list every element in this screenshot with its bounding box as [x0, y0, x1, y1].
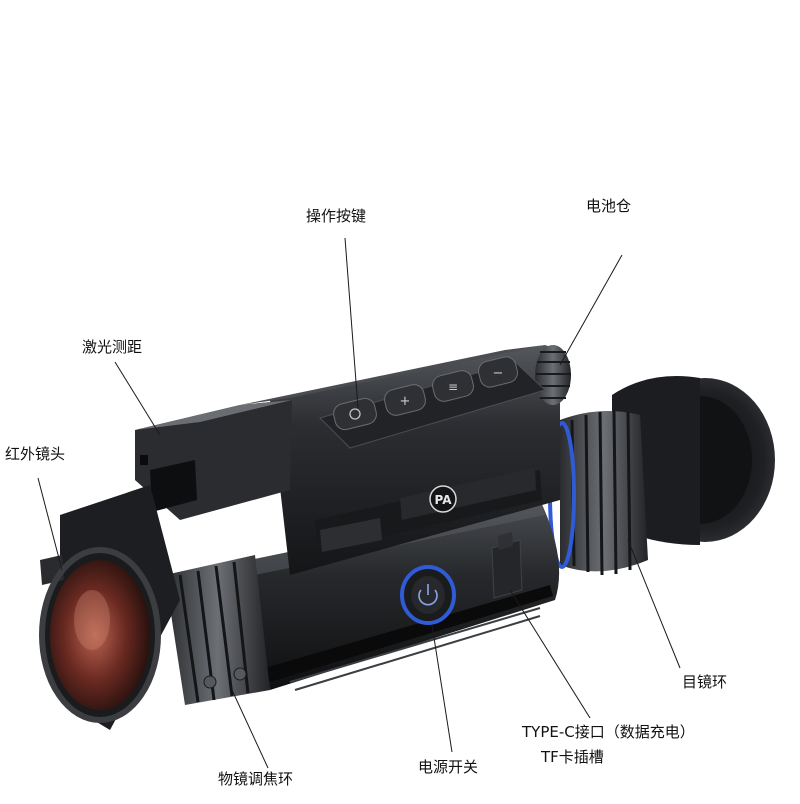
ir-lens-label: 红外镜头	[5, 445, 66, 463]
typec-label: TYPE-C接口（数据充电）	[522, 723, 695, 741]
upper-housing	[240, 345, 560, 575]
menu-button[interactable]: ≡	[430, 369, 475, 404]
leader-lines	[37, 237, 681, 769]
ir-lens-glass	[50, 560, 150, 710]
power-icon	[349, 408, 361, 420]
eyepiece-ring[interactable]	[560, 410, 648, 576]
minus-icon: −	[493, 366, 504, 381]
screw-icon	[203, 675, 217, 689]
eyepiece-ring-label: 目镜环	[682, 673, 728, 691]
focus-ring[interactable]	[165, 555, 270, 705]
screw-icon	[233, 667, 247, 681]
plus-icon: +	[400, 394, 411, 409]
plus-button[interactable]: +	[382, 383, 427, 418]
brand-logo: PA	[429, 485, 457, 513]
objective-barrel	[39, 485, 180, 730]
power-button[interactable]	[331, 396, 378, 431]
tf-slot-label: TF卡插槽	[541, 748, 604, 766]
button-panel: + ≡ −	[319, 355, 546, 449]
battery-label: 电池仓	[586, 197, 632, 215]
menu-icon: ≡	[448, 380, 458, 394]
port-cover[interactable]	[491, 532, 523, 599]
power-switch-label: 电源开关	[418, 758, 479, 776]
power-icon	[418, 584, 438, 606]
logo-text: PA	[435, 493, 453, 507]
battery-compartment[interactable]	[535, 345, 571, 405]
focus-ring-label: 物镜调焦环	[218, 770, 294, 788]
laser-rangefinder	[135, 400, 292, 520]
laser-label: 激光测距	[82, 338, 143, 356]
power-switch[interactable]	[400, 565, 456, 625]
minus-button[interactable]: −	[476, 355, 519, 389]
buttons-label: 操作按键	[306, 207, 367, 225]
